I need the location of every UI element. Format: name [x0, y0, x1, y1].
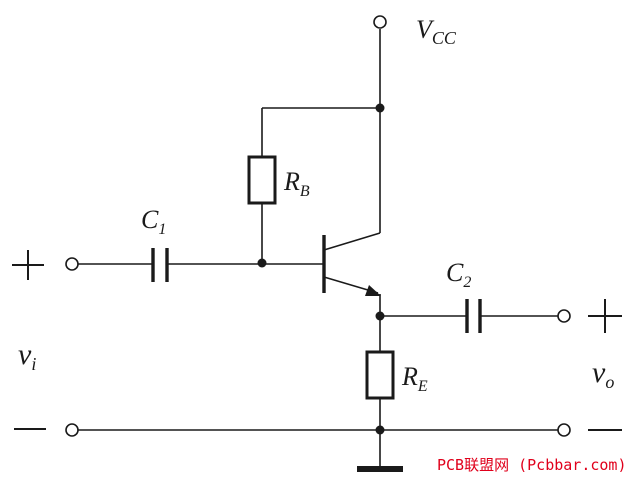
input-minus-terminal [65, 423, 79, 437]
ground-symbol-icon [357, 466, 403, 472]
base-junction-node [257, 258, 267, 268]
watermark-text: PCB联盟网 (Pcbbar.com) [437, 456, 627, 474]
vi-label: vi [18, 338, 36, 374]
output-minus-terminal [557, 423, 571, 437]
re-resistor [365, 350, 395, 400]
output-plus-terminal [557, 309, 571, 323]
rb-resistor [247, 155, 277, 205]
vcc-terminal [373, 15, 387, 29]
vcc-label: VCC [416, 15, 457, 48]
emitter-arrow-icon [365, 285, 381, 296]
c1-label: C1 [141, 205, 166, 238]
re-label: RE [401, 362, 428, 395]
transistor-collector [323, 232, 381, 251]
vo-label: vo [592, 356, 614, 392]
c2-label: C2 [446, 258, 471, 291]
input-plus-terminal [65, 257, 79, 271]
rb-label: RB [283, 167, 310, 200]
